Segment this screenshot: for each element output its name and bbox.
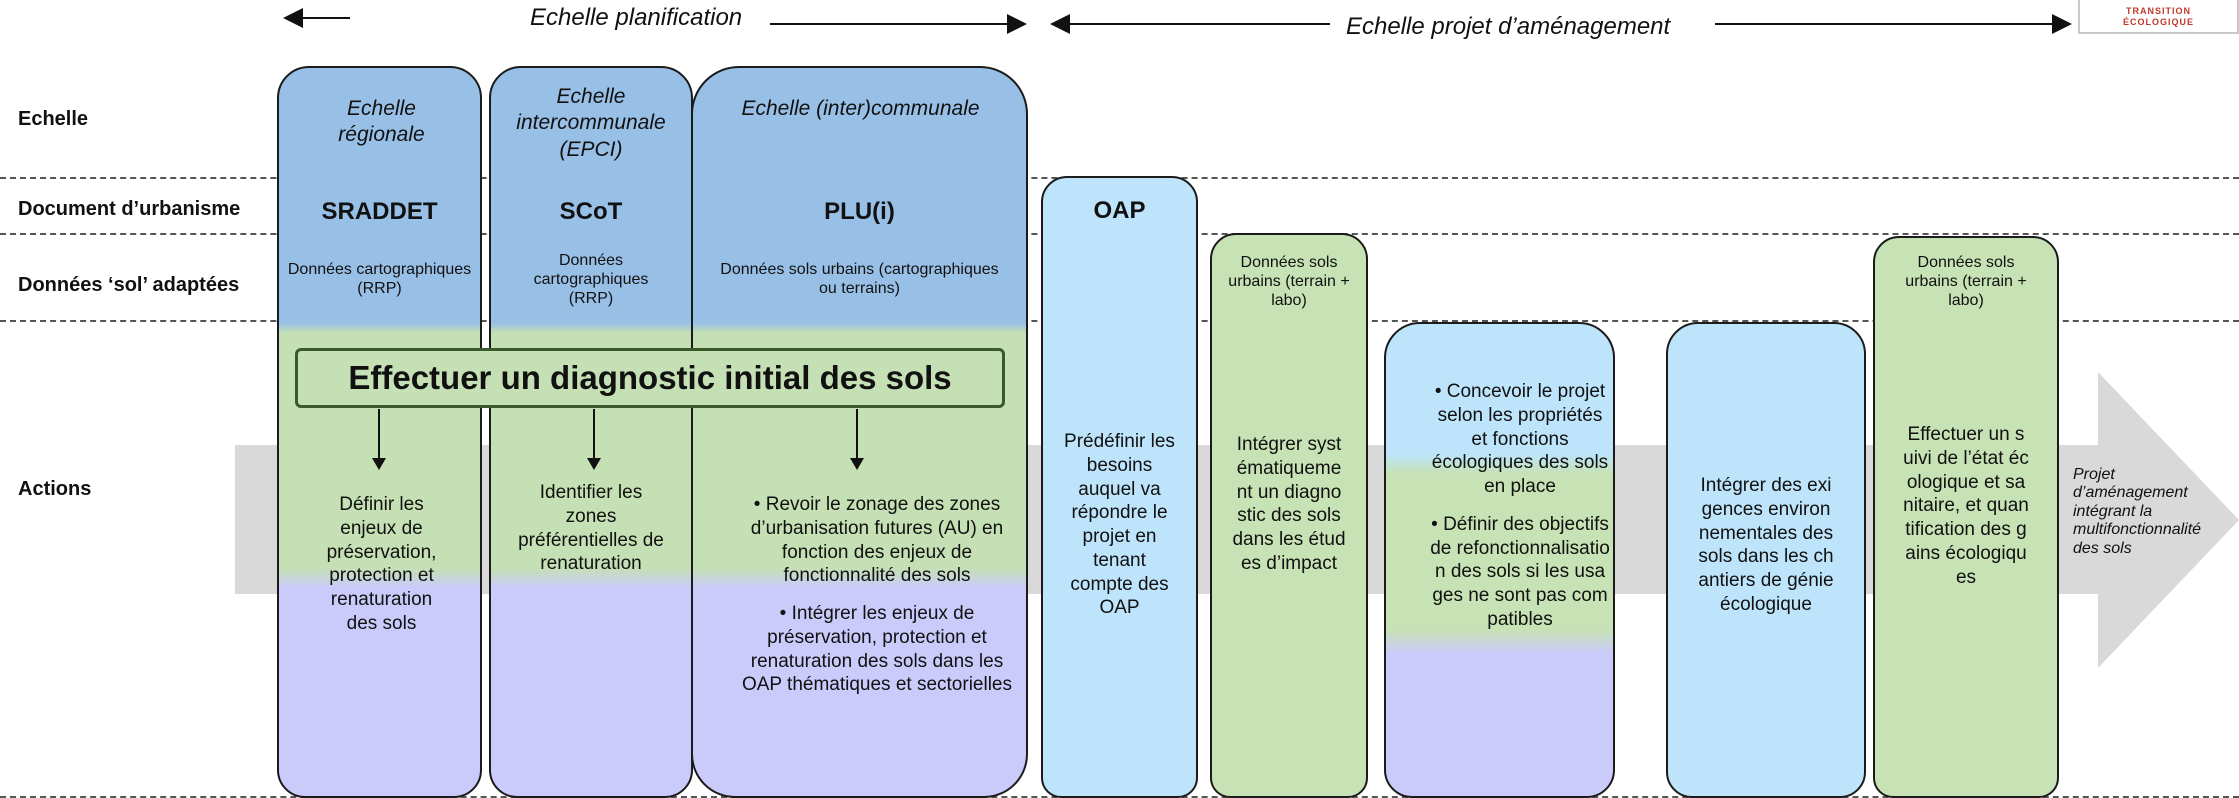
- scale-arrows: [283, 8, 2072, 34]
- column-impact-action: Intégrer systématiquement un diagnostic …: [1232, 434, 1346, 574]
- row-label-scale: Echelle: [18, 108, 89, 130]
- column-worksite-action: Intégrer des exigences environnementales…: [1698, 475, 1834, 615]
- column-sraddet-scale: Echelle régionale: [338, 97, 425, 147]
- column-plui-soil-data: Données sols urbains (cartographiques ou…: [720, 261, 999, 298]
- column-worksite: Intégrer des exigences environnementales…: [1666, 322, 1866, 798]
- column-design-action-item: Définir des objectifs de refonctionnalis…: [1430, 513, 1610, 632]
- project-scale-label: Echelle projet d’aménagement: [1346, 13, 1671, 40]
- column-impact-soil-data: Données sols urbains (terrain + labo): [1228, 254, 1350, 310]
- column-plui-document: PLU(i): [824, 198, 895, 225]
- column-sraddet: Echelle régionale SRADDET Données cartog…: [277, 66, 482, 798]
- column-scot-soil-data: Données cartographiques (RRP): [533, 252, 649, 308]
- column-scot-action: Identifier les zones préférentielles de …: [518, 482, 664, 575]
- column-scot-scale: Echelle intercommunale (EPCI): [516, 85, 666, 161]
- column-project-design: Concevoir le projet selon les propriétés…: [1384, 322, 1615, 798]
- column-monitoring-action: Effectuer un suivi de l’état écologique …: [1903, 424, 2029, 588]
- column-sraddet-soil-data: Données cartographiques (RRP): [287, 261, 472, 298]
- column-oap-action: Prédéfinir les besoins auquel va répondr…: [1064, 431, 1175, 619]
- column-impact-study: Données sols urbains (terrain + labo) In…: [1210, 233, 1368, 798]
- column-plui-actions: Revoir le zonage des zones d’urbanisatio…: [713, 493, 1017, 711]
- column-monitoring: Données sols urbains (terrain + labo) Ef…: [1873, 236, 2059, 798]
- column-oap: OAP Prédéfinir les besoins auquel va rép…: [1041, 176, 1198, 798]
- arrow-caption: Projet d’aménagement intégrant la multif…: [2073, 466, 2202, 557]
- diagnostic-banner-text: Effectuer un diagnostic initial des sols: [348, 359, 952, 396]
- diagnostic-arrows: [372, 409, 864, 470]
- planning-scale-label: Echelle planification: [530, 4, 743, 31]
- column-scot: Echelle intercommunale (EPCI) SCoT Donné…: [489, 66, 693, 798]
- column-plui-action-item: Revoir le zonage des zones d’urbanisatio…: [737, 493, 1017, 588]
- column-oap-document: OAP: [1093, 197, 1146, 224]
- column-sraddet-action: Définir les enjeux de préservation, prot…: [326, 494, 437, 634]
- row-label-actions: Actions: [18, 478, 92, 500]
- column-design-actions: Concevoir le projet selon les propriétés…: [1406, 380, 1610, 646]
- column-monitoring-soil-data: Données sols urbains (terrain + labo): [1905, 254, 2027, 310]
- row-label-document: Document d’urbanisme: [18, 198, 241, 220]
- column-sraddet-document: SRADDET: [321, 198, 438, 225]
- column-design-action-item: Concevoir le projet selon les propriétés…: [1430, 380, 1610, 499]
- column-scot-document: SCoT: [559, 198, 623, 225]
- column-plui: Echelle (inter)communale PLU(i) Données …: [691, 66, 1028, 798]
- column-plui-action-item: Intégrer les enjeux de préservation, pro…: [737, 602, 1017, 697]
- diagnostic-banner: Effectuer un diagnostic initial des sols: [295, 348, 1005, 408]
- row-label-soil-data: Données ‘sol’ adaptées: [18, 274, 240, 296]
- column-plui-scale: Echelle (inter)communale: [741, 97, 980, 120]
